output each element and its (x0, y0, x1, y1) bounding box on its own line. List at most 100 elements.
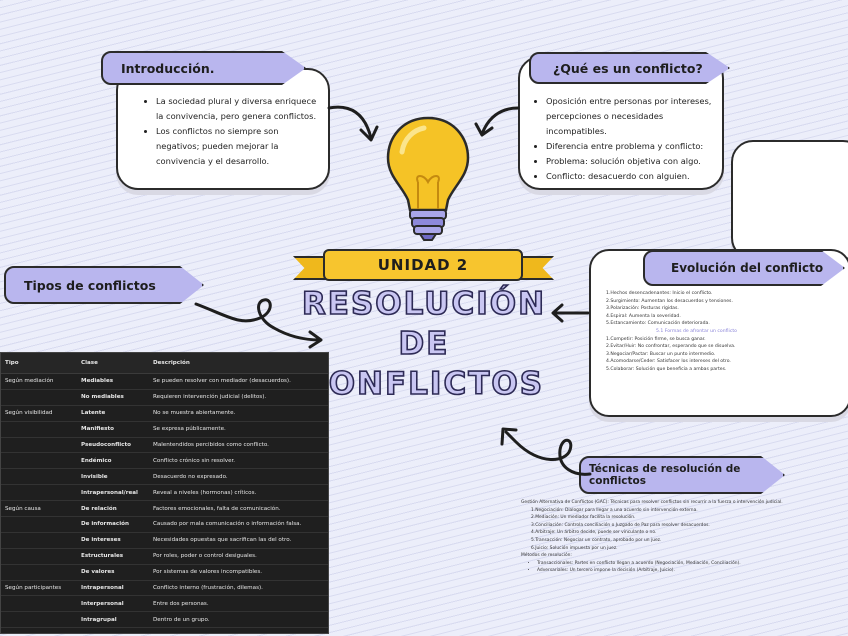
table-cell-tipo (1, 389, 77, 406)
table-cell-descripcion: Por sistemas de valores incompatibles. (149, 564, 328, 581)
table-cell-clase: Intragrupal (77, 611, 149, 629)
que-es-tag: ¿Qué es un conflicto? (529, 52, 730, 84)
arrow-tecnicas-icon (500, 427, 592, 476)
table-cell-tipo (1, 484, 77, 502)
que-es-bullets: Oposición entre personas por intereses, … (532, 94, 716, 184)
arrow-intro-icon (327, 105, 379, 142)
table-cell-descripcion: Conflicto interno (frustración, dilemas)… (149, 580, 328, 597)
tecnicas-text: Gestión Alternativa de Conflictos (GAC):… (521, 499, 846, 575)
table-cell-clase: Interpersonal (77, 595, 149, 613)
evolucion-line: 3.Negociar/Pactar: Buscar un punto inter… (606, 351, 716, 357)
table-cell-tipo (1, 548, 77, 565)
tecnicas-metodo: Adversariales: Un tercero impone la deci… (537, 567, 846, 575)
evolucion-tag: Evolución del conflicto (643, 250, 845, 286)
table-cell-tipo (1, 532, 77, 549)
evolucion-subheading: 5.1 Formas de afrontar un conflicto (656, 328, 737, 334)
tecnicas-metodos-title: Métodos de resolución: (521, 553, 572, 559)
que-es-title: ¿Qué es un conflicto? (553, 60, 703, 76)
arrow-evolucion-icon (551, 303, 590, 323)
table-cell-tipo (1, 516, 77, 533)
table-cell-clase: Latente (77, 405, 149, 422)
tipos-tag: Tipos de conflictos (4, 266, 204, 304)
table-cell-tipo (1, 595, 77, 613)
title-line-3: CONFLICTOS (303, 365, 545, 403)
table-cell-descripcion: Entre grupos o comunidades. (149, 627, 328, 633)
table-cell-descripcion: Causado por mala comunicación o informac… (149, 516, 328, 533)
tecnicas-item: 5.Transacción: Negociar un contrato, apr… (531, 537, 662, 543)
table-cell-tipo (1, 437, 77, 454)
tecnicas-metodo: Transaccionales: Partes en conflicto lle… (537, 560, 846, 568)
table-cell-clase: De intereses (77, 532, 149, 549)
table-cell-tipo (1, 627, 77, 633)
evolucion-line: 5.Estancamiento: Comunicación deteriorad… (606, 321, 710, 327)
table-cell-clase: Manifiesto (77, 421, 149, 438)
table-cell-descripcion: Factores emocionales, falta de comunicac… (149, 500, 328, 518)
tecnicas-item: 6.Juicio: Solución impuesta por un juez. (531, 545, 618, 551)
empty-card (731, 140, 848, 260)
table-cell-clase: De relación (77, 500, 149, 518)
table-cell-clase: Endémico (77, 452, 149, 470)
table-cell-clase: Intrapersonal (77, 580, 149, 597)
table-cell-clase: De información (77, 516, 149, 533)
table-cell-tipo (1, 564, 77, 581)
table-cell-tipo: Según participantes (1, 580, 77, 597)
intro-bullet: Los conflictos no siempre son negativos;… (156, 124, 322, 169)
table-cell-descripcion: Reveal a niveles (hormonas) críticos. (149, 484, 328, 502)
table-cell-descripcion: Malentendidos percibidos como conflicto. (149, 437, 328, 454)
evolucion-line: 1.Hechos desencadenantes: Inicio el conf… (606, 291, 713, 296)
evolucion-line: 2.Surgimiento: Aumentan los desacuerdos … (606, 298, 733, 304)
intro-tag: Introducción. (101, 51, 306, 85)
table-cell-clase: Estructurales (77, 548, 149, 565)
table-cell-clase: Intergrupal (77, 627, 149, 633)
intro-bullet: La sociedad plural y diversa enriquece l… (156, 94, 322, 124)
arrow-tipos-icon (194, 298, 323, 349)
evolucion-line: 3.Polarización: Posturas rígidas. (606, 306, 679, 312)
tecnicas-item: 4.Arbitraje: Un árbitro decide, puede se… (531, 530, 657, 536)
evolucion-line: 5.Colaborar: Solución que beneficia a am… (606, 366, 727, 372)
table-cell-tipo (1, 468, 77, 486)
que-es-bullet: Conflicto: desacuerdo con alguien. (546, 169, 716, 184)
lightbulb-icon (386, 116, 470, 241)
tecnicas-tag: Técnicas de resolución de conflictos (579, 456, 785, 494)
table-cell-clase: No mediables (77, 389, 149, 406)
tecnicas-item: 3.Conciliación: Controla conciliación o … (531, 522, 710, 528)
tecnicas-title: Técnicas de resolución de conflictos (589, 463, 741, 487)
arrow-que-es-icon (474, 106, 520, 137)
que-es-bullet: Problema: solución objetiva con algo. (546, 154, 716, 169)
table-header: Clase (77, 353, 149, 374)
evolucion-line: 4.Espiral: Aumenta la severidad. (606, 313, 681, 319)
table-cell-descripcion: Entre dos personas. (149, 595, 328, 613)
table-header-row: Tipo Clase Descripción (1, 353, 328, 374)
table-cell-descripcion: Se expresa públicamente. (149, 421, 328, 438)
table-cell-descripcion: Se pueden resolver con mediador (desacue… (149, 373, 328, 390)
table-cell-clase: Pseudoconflicto (77, 437, 149, 454)
intro-title: Introducción. (121, 60, 215, 76)
table-cell-clase: Intrapersonal/real (77, 484, 149, 502)
table-cell-descripcion: Por roles, poder o control desiguales. (149, 548, 328, 565)
evolucion-line: 1.Competir: Posición firme, se busca gan… (606, 336, 706, 342)
title-line-1: RESOLUCIÓN (301, 285, 547, 323)
table-cell-descripcion: No se muestra abiertamente. (149, 405, 328, 422)
table-cell-tipo (1, 421, 77, 438)
table-cell-descripcion: Dentro de un grupo. (149, 611, 328, 629)
title-line-2: DE (398, 325, 450, 363)
table-row: IntergrupalEntre grupos o comunidades. (1, 627, 328, 633)
unit-banner-label: UNIDAD 2 (377, 256, 469, 274)
table-header: Tipo (1, 353, 77, 374)
table-cell-clase: Mediables (77, 373, 149, 390)
table-header: Descripción (149, 353, 328, 374)
que-es-bullet: Oposición entre personas por intereses, … (546, 94, 716, 139)
table-cell-tipo (1, 611, 77, 629)
tecnicas-item: 2.Mediación: Un mediador facilita la res… (531, 515, 636, 521)
